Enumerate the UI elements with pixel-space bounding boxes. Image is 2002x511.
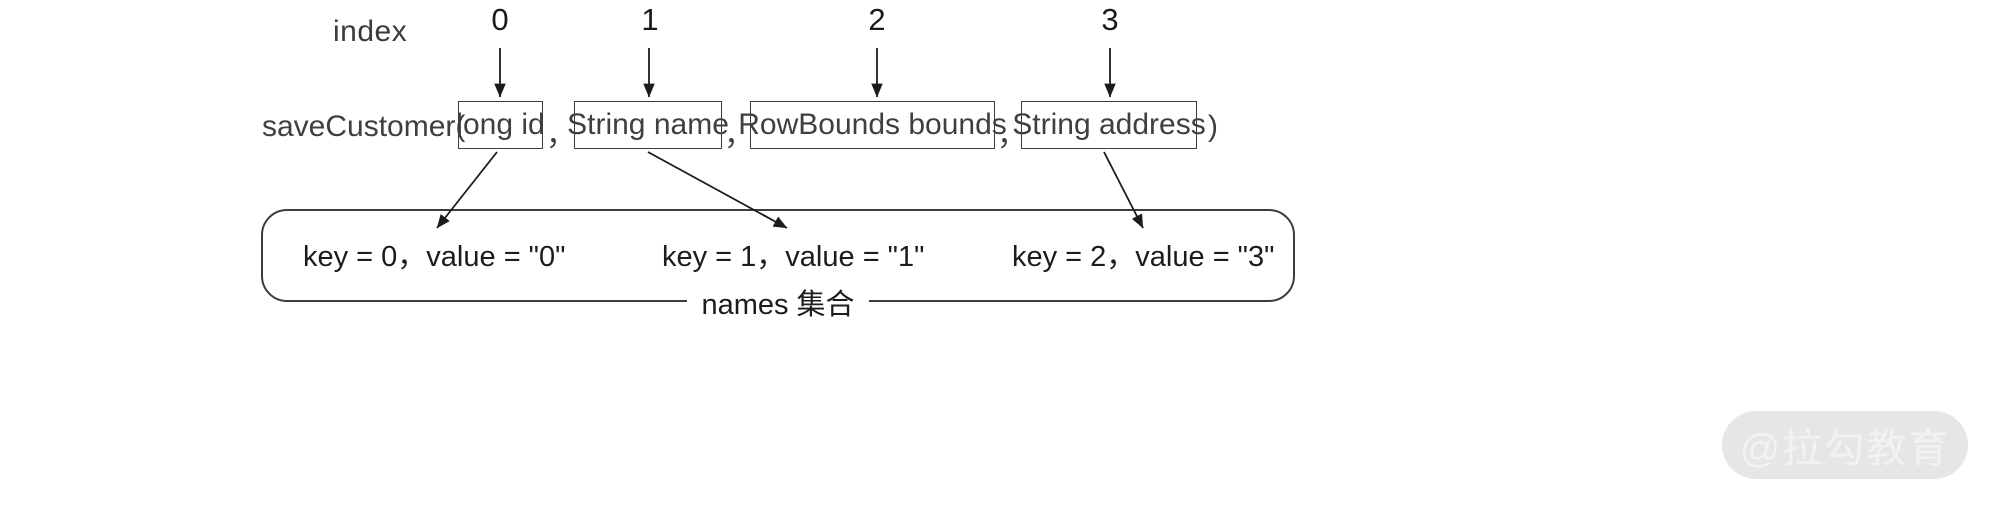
param-box-rowbounds-bounds[interactable]: RowBounds bounds bbox=[738, 101, 1007, 149]
param-label-string-name: String name bbox=[567, 108, 729, 141]
index-row-label: index bbox=[333, 15, 408, 48]
method-name-prefix: saveCustomer( bbox=[262, 110, 466, 143]
closing-paren: ) bbox=[1208, 110, 1218, 143]
collection-caption: names 集合 bbox=[687, 281, 869, 323]
param-label-rowbounds-bounds: RowBounds bounds bbox=[738, 108, 1007, 141]
collection-entry-0: key = 0，value = "0" bbox=[303, 241, 566, 273]
index-number-0: 0 bbox=[491, 2, 509, 37]
index-number-1: 1 bbox=[641, 2, 659, 37]
param-label-long-id: long id bbox=[456, 108, 545, 141]
index-number-2: 2 bbox=[868, 2, 886, 37]
index-number-3: 3 bbox=[1101, 2, 1119, 37]
param-box-string-address[interactable]: String address bbox=[1012, 101, 1206, 149]
param-separator-0: ， bbox=[546, 119, 576, 152]
watermark-badge: @拉勾教育 bbox=[1722, 411, 1968, 479]
collection-entry-1: key = 1，value = "1" bbox=[662, 241, 925, 273]
param-label-string-address: String address bbox=[1012, 108, 1206, 141]
watermark-text: @拉勾教育 bbox=[1739, 427, 1951, 471]
param-separator-2: ， bbox=[997, 119, 1027, 152]
collection-entry-2: key = 2，value = "3" bbox=[1012, 241, 1275, 273]
param-box-string-name[interactable]: String name bbox=[567, 101, 729, 149]
param-separator-1: ， bbox=[724, 119, 754, 152]
param-box-long-id[interactable]: long id bbox=[456, 101, 545, 149]
